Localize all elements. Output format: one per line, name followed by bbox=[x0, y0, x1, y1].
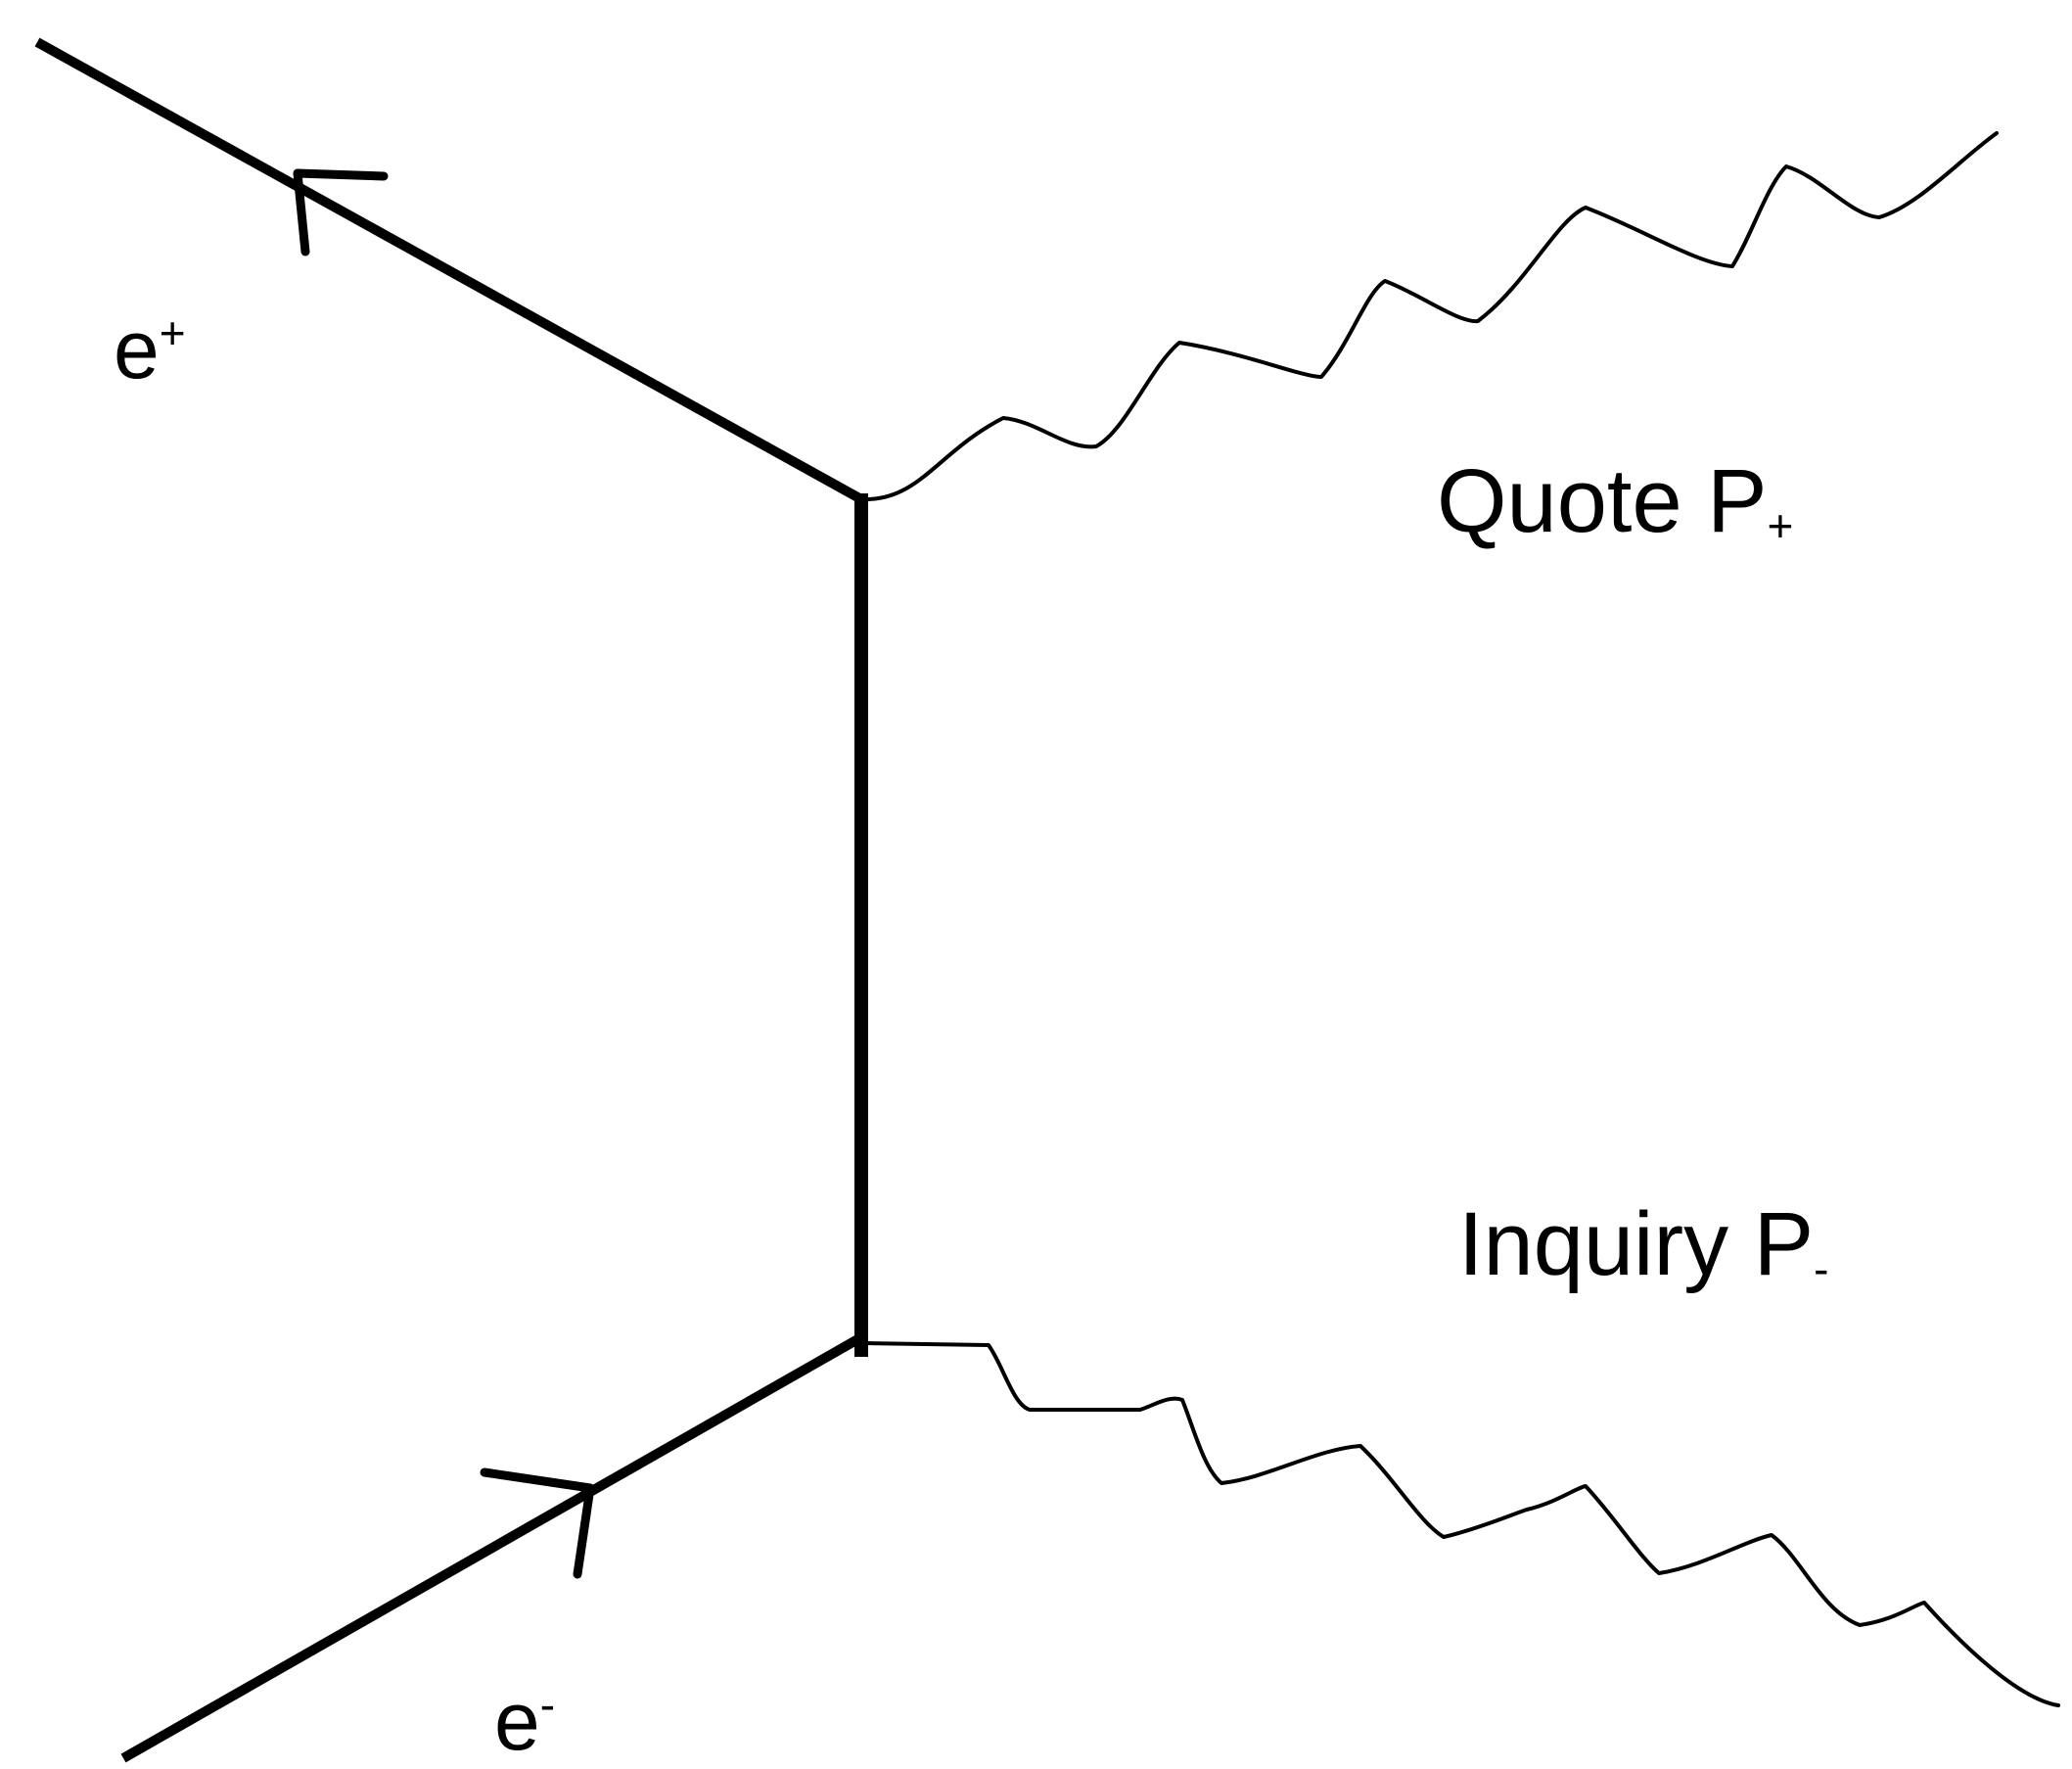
electron-label: e- bbox=[494, 1675, 555, 1767]
positron-arrow-icon bbox=[293, 168, 389, 256]
lower-photon-wavy-line bbox=[859, 1341, 2060, 1707]
quote-photon-label: Quote P+ bbox=[1437, 451, 1793, 551]
electron-line bbox=[120, 1332, 864, 1763]
positron-line bbox=[34, 37, 864, 504]
electron-arrow-icon bbox=[480, 1467, 595, 1579]
inquiry-photon-label: Inquiry P- bbox=[1458, 1194, 1828, 1294]
positron-label: e+ bbox=[114, 303, 186, 396]
upper-photon-wavy-line bbox=[864, 131, 1999, 501]
